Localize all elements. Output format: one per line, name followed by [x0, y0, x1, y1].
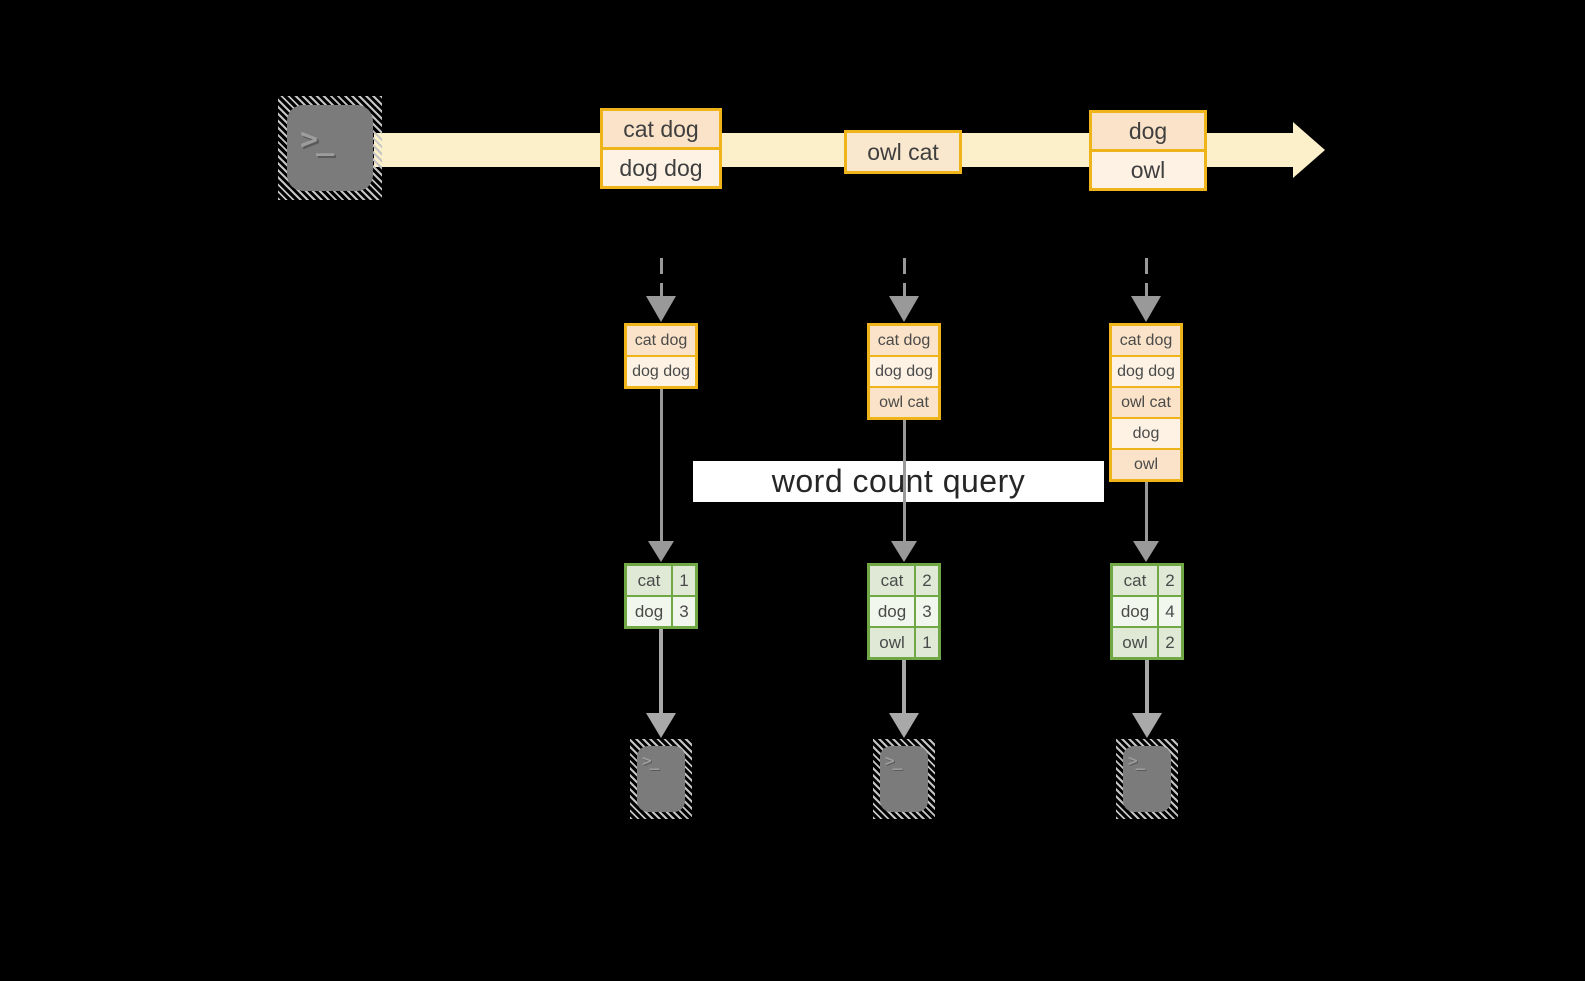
- table-row: cat 2: [1113, 566, 1181, 595]
- terminal-prompt-glyph: >_: [642, 751, 659, 770]
- down-arrowhead-icon: [646, 713, 676, 738]
- table-row: owl 2: [1113, 628, 1181, 657]
- down-arrowhead-icon: [891, 541, 917, 562]
- dashed-arrow-line: [1144, 258, 1148, 296]
- count-cell: 2: [1159, 628, 1181, 657]
- down-arrowhead-icon: [889, 713, 919, 738]
- terminal-prompt-glyph: >_: [885, 751, 902, 770]
- word-cell: owl: [870, 628, 914, 657]
- table-row: owl 1: [870, 628, 938, 657]
- output-terminal-icon: >_: [873, 739, 935, 819]
- message-cell: owl cat: [847, 133, 959, 171]
- stream-message-box: dog owl: [1089, 110, 1207, 191]
- input-cell: owl: [1112, 450, 1180, 479]
- input-cell: cat dog: [627, 326, 695, 355]
- message-cell: owl: [1092, 152, 1204, 188]
- count-cell: 2: [1159, 566, 1181, 595]
- stream-message-box: owl cat: [844, 130, 962, 174]
- dashed-arrow-line: [659, 258, 663, 296]
- input-cell: owl cat: [870, 388, 938, 417]
- flow-line: [659, 629, 663, 714]
- message-cell: dog dog: [603, 150, 719, 186]
- count-cell: 2: [916, 566, 938, 595]
- terminal-prompt-glyph: >_: [1128, 751, 1145, 770]
- table-row: dog 4: [1113, 597, 1181, 626]
- count-cell: 1: [916, 628, 938, 657]
- input-cell: dog: [1112, 419, 1180, 448]
- word-cell: dog: [627, 597, 671, 626]
- word-cell: owl: [1113, 628, 1157, 657]
- table-row: cat 2: [870, 566, 938, 595]
- stream-message-box: cat dog dog dog: [600, 108, 722, 189]
- input-cell: dog dog: [870, 357, 938, 386]
- table-row: dog 3: [870, 597, 938, 626]
- input-cell: dog dog: [1112, 357, 1180, 386]
- terminal-screen: [1123, 746, 1171, 812]
- word-count-table: cat 2 dog 4 owl 2: [1110, 563, 1184, 660]
- word-cell: cat: [1113, 566, 1157, 595]
- word-cell: cat: [627, 566, 671, 595]
- count-cell: 4: [1159, 597, 1181, 626]
- terminal-screen: [880, 746, 928, 812]
- word-count-table: cat 1 dog 3: [624, 563, 698, 629]
- flow-line: [1145, 660, 1149, 714]
- word-cell: cat: [870, 566, 914, 595]
- down-arrowhead-icon: [1131, 296, 1161, 322]
- count-cell: 1: [673, 566, 695, 595]
- table-row: dog 3: [627, 597, 695, 626]
- word-cell: dog: [1113, 597, 1157, 626]
- query-banner: word count query: [693, 461, 1104, 502]
- terminal-screen: [637, 746, 685, 812]
- down-arrowhead-icon: [1133, 541, 1159, 562]
- flow-line: [902, 660, 906, 714]
- source-terminal-icon: >_: [278, 96, 382, 200]
- count-cell: 3: [673, 597, 695, 626]
- flow-line: [659, 389, 663, 541]
- input-cell: owl cat: [1112, 388, 1180, 417]
- query-banner-label: word count query: [771, 463, 1026, 499]
- output-terminal-icon: >_: [1116, 739, 1178, 819]
- accumulated-input-stack: cat dog dog dog owl cat dog owl: [1109, 323, 1183, 482]
- message-cell: cat dog: [603, 111, 719, 147]
- count-cell: 3: [916, 597, 938, 626]
- down-arrowhead-icon: [889, 296, 919, 322]
- flow-line: [1144, 482, 1148, 541]
- dashed-arrow-line: [902, 258, 906, 296]
- input-cell: dog dog: [627, 357, 695, 386]
- stream-arrowhead-icon: [1293, 122, 1325, 178]
- down-arrowhead-icon: [648, 541, 674, 562]
- word-cell: dog: [870, 597, 914, 626]
- word-count-table: cat 2 dog 3 owl 1: [867, 563, 941, 660]
- message-cell: dog: [1092, 113, 1204, 149]
- down-arrowhead-icon: [1132, 713, 1162, 738]
- terminal-prompt-glyph: >_: [300, 122, 334, 157]
- terminal-screen: [287, 105, 373, 191]
- input-cell: cat dog: [870, 326, 938, 355]
- output-terminal-icon: >_: [630, 739, 692, 819]
- down-arrowhead-icon: [646, 296, 676, 322]
- flow-line: [902, 420, 906, 541]
- accumulated-input-stack: cat dog dog dog: [624, 323, 698, 389]
- accumulated-input-stack: cat dog dog dog owl cat: [867, 323, 941, 420]
- input-cell: cat dog: [1112, 326, 1180, 355]
- table-row: cat 1: [627, 566, 695, 595]
